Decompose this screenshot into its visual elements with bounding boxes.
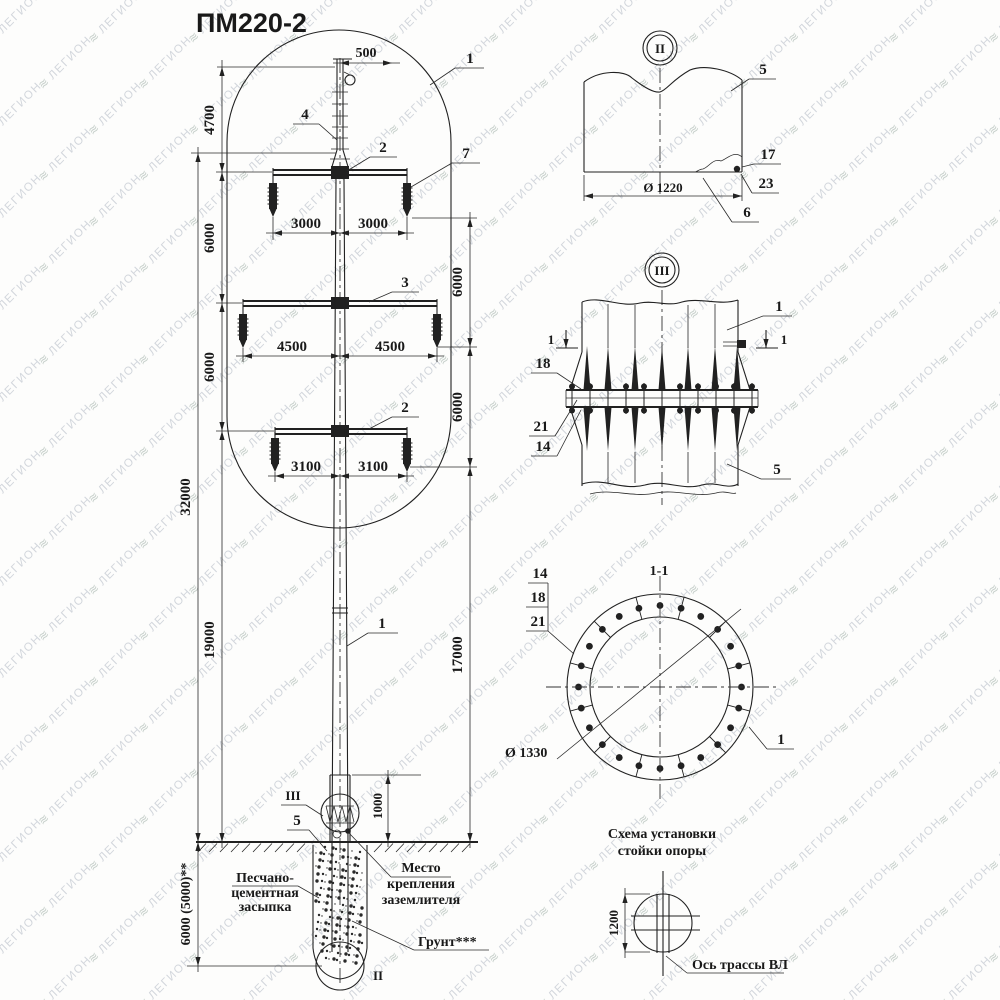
flange-ribs-and-bolts bbox=[569, 346, 755, 451]
dim-17000-label: 17000 bbox=[450, 636, 466, 674]
axis-leader bbox=[665, 955, 784, 974]
dim-4500-right-label: 4500 bbox=[375, 339, 405, 355]
callout-18: 18 bbox=[536, 356, 551, 372]
callout-5-d3: 5 bbox=[773, 462, 781, 478]
dim-3000-left-label: 3000 bbox=[291, 216, 321, 232]
dim-1200-label: 1200 bbox=[606, 910, 621, 936]
section-view-1-1: 1-1 14 18 21 Ø 1330 1 bbox=[505, 564, 794, 803]
detail-iii-marker: III bbox=[654, 263, 669, 278]
pole-base-tube bbox=[583, 67, 743, 173]
dim-500-label: 500 bbox=[356, 46, 377, 61]
dim-6000-a-label: 6000 bbox=[202, 223, 218, 253]
dim-32000-label: 32000 bbox=[178, 478, 194, 516]
callout-23: 23 bbox=[759, 176, 774, 192]
callout-ii: II bbox=[373, 968, 383, 983]
section-title: 1-1 bbox=[650, 564, 669, 579]
dim-4700-label: 4700 bbox=[202, 105, 218, 135]
pole-shaft bbox=[331, 178, 349, 843]
crossarm-top bbox=[272, 166, 408, 179]
callout-2-top: 2 bbox=[379, 140, 387, 156]
scheme-title-1: Схема установки bbox=[608, 827, 716, 842]
callout-18-s: 18 bbox=[531, 590, 546, 606]
ground-hatching bbox=[197, 843, 471, 853]
lower-tube bbox=[569, 406, 751, 486]
section-mark-right-label: 1 bbox=[781, 332, 788, 347]
note-backfill-3: засыпка bbox=[239, 900, 292, 915]
dim-1000-label: 1000 bbox=[370, 793, 385, 819]
callout-14: 14 bbox=[536, 439, 552, 455]
callout-3: 3 bbox=[401, 275, 409, 291]
dim-1330-label: Ø 1330 bbox=[505, 746, 547, 761]
base-joint bbox=[320, 774, 360, 842]
callout-7: 7 bbox=[462, 146, 470, 162]
callout-5-d2: 5 bbox=[759, 62, 767, 78]
callout-1-top: 1 bbox=[466, 51, 474, 67]
callout-1-d3: 1 bbox=[775, 299, 783, 315]
detail-ii-marker: II bbox=[655, 41, 665, 56]
section-cut-marks: 1 1 bbox=[548, 330, 788, 349]
note-soil: Грунт*** bbox=[418, 935, 477, 950]
callout-4: 4 bbox=[301, 107, 309, 123]
dim-6000-b-label: 6000 bbox=[202, 352, 218, 382]
crossarm-bottom bbox=[274, 425, 408, 437]
weld-symbol bbox=[737, 340, 746, 348]
cable-peak bbox=[330, 58, 356, 171]
dim-4500-left-label: 4500 bbox=[277, 339, 307, 355]
label-leaders bbox=[232, 67, 489, 951]
flange-bolt-ring bbox=[570, 597, 750, 777]
detail-view-iii: III 1 1 1 18 21 14 5 bbox=[529, 252, 792, 505]
callout-6: 6 bbox=[743, 205, 751, 221]
detail-iii-callout-circle bbox=[320, 793, 360, 833]
main-elevation-view: ПМ220-2 bbox=[178, 8, 769, 991]
dim-6000-r2-label: 6000 bbox=[450, 392, 466, 422]
detail-ii-dim bbox=[583, 175, 743, 201]
crossarm-middle bbox=[242, 297, 438, 309]
dim-3100-left-label: 3100 bbox=[291, 459, 321, 475]
note-grounding-2: крепления bbox=[387, 877, 455, 892]
dim-19000-label: 19000 bbox=[202, 621, 218, 659]
pole-outline-balloon bbox=[226, 29, 452, 529]
callout-iii: III bbox=[285, 788, 300, 803]
shaft-joint-mark bbox=[332, 607, 348, 614]
callout-1-shaft: 1 bbox=[378, 616, 386, 632]
backfill-stipple bbox=[314, 845, 364, 965]
dim-3100-right-label: 3100 bbox=[358, 459, 388, 475]
detail-iii-leaders bbox=[529, 315, 792, 480]
dim-embedment-label: 6000 (5000)** bbox=[179, 863, 194, 946]
note-backfill-1: Песчано- bbox=[236, 871, 294, 886]
callout-1-s: 1 bbox=[777, 732, 785, 748]
detail-ii-leaders bbox=[702, 78, 781, 223]
diameter-leader bbox=[556, 608, 742, 760]
scheme-title-2: стойки опоры bbox=[618, 844, 706, 859]
detail-view-ii: II Ø 1220 5 17 23 6 bbox=[583, 30, 781, 223]
note-backfill-2: цементная bbox=[231, 886, 299, 901]
insulator-strings bbox=[237, 177, 443, 472]
grounding-lug bbox=[345, 828, 351, 834]
callout-17: 17 bbox=[761, 147, 777, 163]
section-mark-left-label: 1 bbox=[548, 332, 555, 347]
page-title: ПМ220-2 bbox=[196, 8, 307, 38]
scheme-dim bbox=[624, 888, 650, 958]
callout-2-bottom: 2 bbox=[401, 400, 409, 416]
dim-1220-label: Ø 1220 bbox=[643, 180, 682, 195]
note-grounding-3: заземлителя bbox=[382, 893, 461, 908]
weld-gusset bbox=[694, 153, 743, 173]
callout-14-s: 14 bbox=[533, 566, 549, 582]
section-label-bracket bbox=[526, 582, 575, 655]
callout-21: 21 bbox=[534, 419, 549, 435]
dim-6000-r1-label: 6000 bbox=[450, 267, 466, 297]
callout-5: 5 bbox=[293, 813, 301, 829]
callout-21-s: 21 bbox=[531, 614, 546, 630]
axis-note: Ось трассы ВЛ bbox=[692, 958, 789, 973]
note-grounding-1: Место bbox=[401, 861, 440, 876]
installation-scheme: Схема установки стойки опоры 1200 Ось тр… bbox=[606, 827, 789, 976]
dim-3000-right-label: 3000 bbox=[358, 216, 388, 232]
